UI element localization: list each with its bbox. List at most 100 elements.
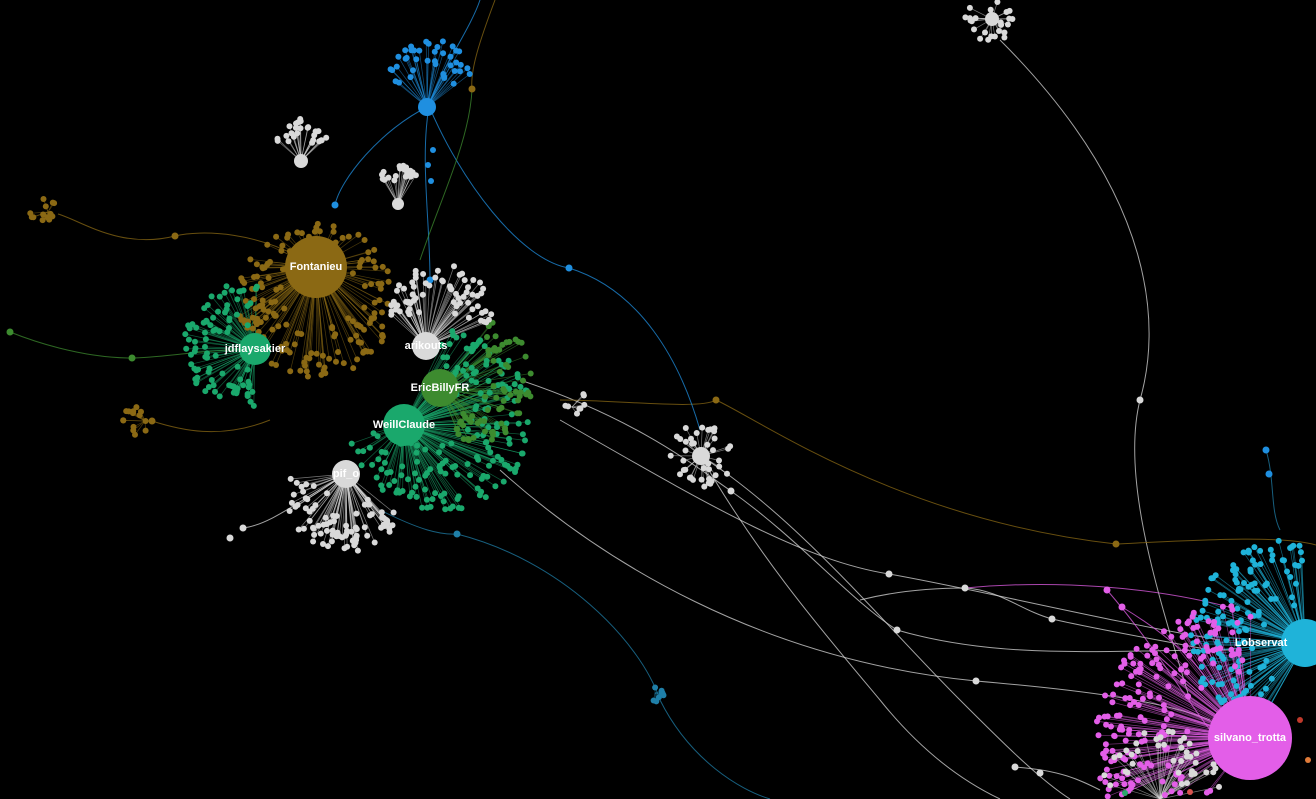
leaf-node — [308, 350, 315, 357]
leaf-node — [1269, 552, 1276, 559]
leaf-node — [1236, 628, 1242, 635]
leaf-node — [1135, 681, 1142, 688]
leaf-node — [205, 384, 212, 390]
leaf-node — [422, 280, 429, 287]
leaf-node — [233, 390, 240, 397]
leaf-node — [1119, 775, 1126, 782]
leaf-node — [1128, 751, 1135, 758]
leaf-node — [1136, 396, 1144, 404]
node-label-silvano-trotta: silvano_trotta — [1214, 732, 1287, 744]
hub-node-fontanieu[interactable] — [285, 236, 347, 298]
leaf-node — [470, 277, 477, 283]
leaf-node — [712, 472, 719, 479]
leaf-node — [286, 508, 293, 514]
leaf-node — [1185, 693, 1192, 700]
leaf-node — [364, 496, 371, 503]
leaf-node — [705, 480, 712, 487]
leaf-node — [283, 340, 290, 347]
leaf-node — [368, 281, 375, 288]
leaf-node — [1205, 618, 1212, 625]
leaf-node — [650, 697, 657, 704]
leaf-node — [40, 196, 47, 202]
leaf-node — [247, 256, 254, 263]
leaf-node — [517, 383, 524, 390]
leaf-node — [885, 570, 893, 578]
leaf-node — [716, 463, 723, 470]
leaf-node — [1210, 622, 1217, 629]
leaf-node — [522, 437, 528, 444]
leaf-node — [716, 457, 722, 464]
leaf-node — [485, 316, 492, 323]
leaf-node — [393, 302, 399, 309]
leaf-node — [226, 325, 232, 331]
edge — [426, 41, 444, 108]
leaf-node — [300, 488, 307, 495]
leaf-node — [310, 524, 316, 531]
leaf-node — [249, 314, 256, 321]
leaf-node — [413, 493, 420, 500]
leaf-node — [1175, 618, 1182, 625]
edge — [419, 88, 473, 261]
leaf-node — [498, 361, 505, 368]
leaf-node — [193, 324, 200, 331]
leaf-node — [1295, 562, 1302, 569]
leaf-node — [1289, 594, 1295, 601]
hub-node-arikouts[interactable] — [412, 332, 440, 360]
hub-node-pif-o[interactable] — [332, 460, 360, 488]
leaf-node — [652, 684, 659, 691]
leaf-node — [412, 295, 419, 302]
leaf-node — [474, 485, 481, 492]
leaf-node — [328, 538, 335, 545]
hub-node-ericbillyfr[interactable] — [421, 369, 459, 407]
leaf-node — [1153, 673, 1160, 680]
leaf-node — [396, 163, 403, 170]
hub-node-weillclaude[interactable] — [383, 404, 425, 446]
leaf-node — [171, 232, 179, 240]
leaf-node — [1144, 652, 1151, 659]
leaf-node — [450, 80, 457, 87]
hub-node-silvano-trotta[interactable] — [1208, 696, 1292, 780]
leaf-node — [355, 339, 362, 346]
leaf-node — [1230, 677, 1237, 684]
leaf-node — [367, 512, 373, 519]
leaf-node — [219, 370, 226, 377]
leaf-node — [488, 436, 495, 443]
leaf-node — [507, 465, 514, 472]
hub-node-jdflaysakier[interactable] — [239, 333, 271, 365]
leaf-node — [1262, 446, 1270, 454]
leaf-node — [460, 436, 467, 442]
leaf-node — [1249, 557, 1256, 564]
leaf-node — [271, 312, 278, 319]
leaf-node — [461, 277, 468, 284]
leaf-node — [1111, 754, 1118, 761]
leaf-node — [353, 532, 360, 539]
leaf-node — [1155, 661, 1162, 668]
leaf-node — [223, 283, 230, 290]
edge — [426, 68, 468, 108]
leaf-node — [247, 300, 254, 307]
leaf-node — [431, 58, 438, 65]
leaf-node — [1183, 669, 1190, 676]
leaf-node — [682, 466, 689, 473]
leaf-node — [460, 367, 467, 374]
node-label-weillclaude: WeillClaude — [373, 419, 435, 431]
leaf-node — [677, 436, 684, 442]
leaf-node — [451, 68, 458, 74]
leaf-node — [470, 434, 477, 441]
leaf-node — [378, 280, 385, 287]
node-label-arikouts: arikouts — [405, 340, 448, 352]
leaf-node — [467, 419, 474, 425]
leaf-node — [1141, 717, 1148, 724]
leaf-node — [382, 449, 389, 456]
leaf-node — [501, 461, 508, 468]
leaf-node — [388, 311, 395, 318]
leaf-node — [1138, 738, 1145, 745]
leaf-node — [183, 345, 190, 352]
leaf-node — [425, 162, 431, 168]
leaf-node — [488, 311, 495, 318]
hub-node-lobservateur[interactable] — [1281, 619, 1316, 667]
leaf-node — [300, 525, 307, 532]
leaf-node — [233, 311, 240, 318]
leaf-node — [303, 481, 310, 488]
